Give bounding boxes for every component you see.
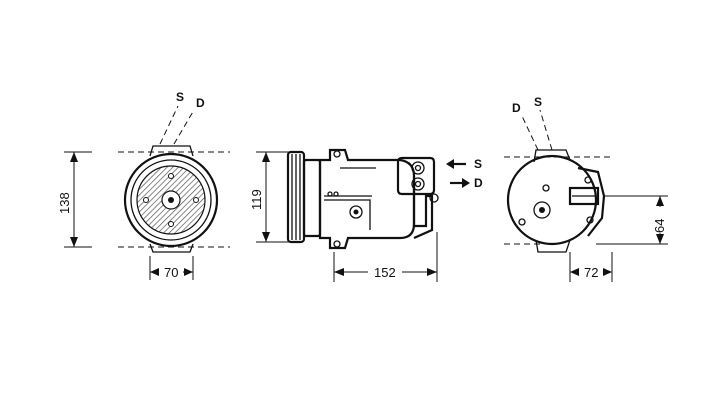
side-port-d	[411, 177, 425, 191]
rear-top-tab	[533, 149, 571, 163]
rear-bolt-top	[542, 184, 550, 192]
front-inner-circle	[130, 159, 212, 241]
side-length-arrow-right	[427, 268, 437, 276]
front-width-arrow-right	[184, 268, 193, 276]
side-body-line-3	[324, 199, 371, 230]
side-d-label: D	[474, 176, 483, 190]
front-s-label: S	[176, 90, 184, 104]
front-bolt-top	[168, 173, 174, 179]
side-body-boss	[349, 205, 363, 219]
rear-s-label: S	[534, 95, 542, 109]
side-d-arrow-head	[462, 178, 470, 188]
side-length-label-bg	[368, 264, 402, 278]
rear-outlet-block	[568, 186, 600, 206]
rear-bottom-tab	[535, 239, 571, 253]
front-width-arrow-left	[150, 268, 159, 276]
front-hub-center	[168, 197, 174, 203]
front-bolt-right	[193, 197, 199, 203]
side-height-arrow-bottom	[262, 232, 270, 242]
rear-width-dim-label: 72	[584, 265, 598, 280]
front-outer-circle	[123, 152, 219, 248]
side-height-arrow-top	[262, 152, 270, 162]
front-d-label: D	[196, 96, 205, 110]
rear-width-label-bg	[579, 265, 603, 279]
side-screw-1	[327, 191, 333, 197]
side-s-label: S	[474, 157, 482, 171]
side-rear-housing	[412, 176, 434, 240]
rear-d-leader	[521, 115, 539, 151]
side-ear-bottom-hole	[333, 240, 341, 248]
front-height-arrow-bottom	[70, 237, 78, 247]
side-length-arrow-left	[334, 268, 344, 276]
rear-height-arrow-bottom	[656, 234, 664, 244]
front-bottom-tab	[149, 243, 194, 253]
front-width-label-bg	[159, 265, 183, 279]
front-width-dim-label: 70	[164, 265, 178, 280]
rear-d-label: D	[512, 101, 521, 115]
rear-height-dim-label: 64	[652, 219, 667, 233]
front-s-leader	[159, 105, 179, 145]
rear-bolt-right	[586, 216, 594, 224]
side-body-boss-center	[353, 209, 359, 215]
front-bolt-left	[143, 197, 149, 203]
front-d-leader	[173, 109, 195, 145]
rear-width-arrow-left	[570, 268, 579, 276]
side-length-dim-label: 152	[374, 265, 396, 280]
rear-height-arrow-top	[656, 196, 664, 206]
rear-s-leader	[539, 109, 553, 151]
side-ear-top-hole	[333, 150, 341, 158]
side-s-arrow-head	[446, 159, 454, 169]
rear-height-label-bg	[651, 207, 667, 233]
side-body	[318, 148, 416, 250]
rear-bolt-upper-right	[584, 176, 592, 184]
rear-view: D S 64 72	[504, 95, 668, 282]
rear-outer-circle	[506, 154, 598, 246]
front-height-arrow-top	[70, 152, 78, 162]
front-view: S D 138 70	[57, 90, 230, 280]
rear-hub	[533, 201, 551, 219]
side-screw-2	[333, 191, 339, 197]
front-height-dim-label: 138	[57, 192, 72, 214]
side-view: 119 S D	[249, 148, 483, 282]
front-bolt-bottom	[168, 221, 174, 227]
side-port-s	[411, 161, 425, 175]
rear-bolt-left	[518, 218, 526, 226]
side-port-block	[396, 156, 436, 196]
front-top-tab	[149, 145, 194, 157]
rear-hub-center	[539, 207, 545, 213]
rear-width-arrow-right	[603, 268, 612, 276]
side-port-s-inner	[414, 164, 422, 172]
side-height-dim-label: 119	[249, 189, 264, 210]
side-clutch	[302, 158, 322, 238]
side-port-d-inner	[414, 180, 422, 188]
side-rear-bolt	[429, 193, 439, 203]
